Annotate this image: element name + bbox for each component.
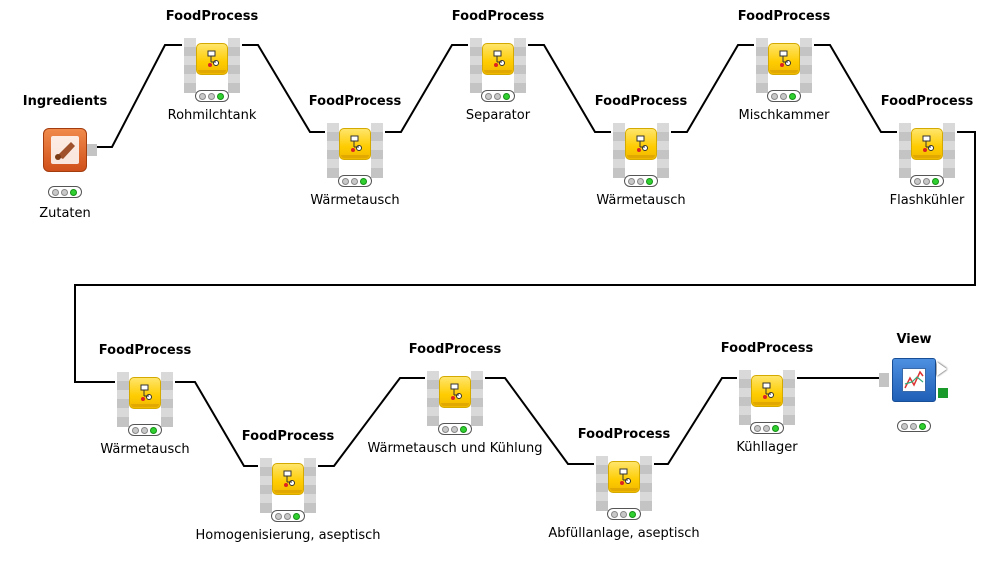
data-output-port[interactable] (938, 388, 948, 398)
node-label: Abfüllanlage, aseptisch (548, 526, 700, 541)
node-title: View (896, 332, 932, 347)
status-traffic-light (910, 175, 944, 187)
input-ports[interactable] (427, 371, 439, 426)
output-ports[interactable] (371, 123, 383, 178)
node-title: FoodProcess (451, 9, 545, 24)
status-traffic-light (624, 175, 658, 187)
status-traffic-light (438, 423, 472, 435)
status-traffic-light (338, 175, 372, 187)
metanode-icon (129, 377, 161, 409)
input-ports[interactable] (184, 38, 196, 93)
node-title: FoodProcess (737, 9, 831, 24)
metanode-icon (768, 43, 800, 75)
metanode-icon (625, 128, 657, 160)
input-ports[interactable] (596, 456, 608, 511)
node-title: FoodProcess (880, 94, 974, 109)
metanode-icon (439, 376, 471, 408)
node-title: FoodProcess (720, 341, 814, 356)
metanode-icon (272, 463, 304, 495)
node-label: Flashkühler (889, 193, 965, 208)
line-plot-icon (892, 358, 936, 402)
status-traffic-light (750, 422, 784, 434)
node-title: FoodProcess (165, 9, 259, 24)
node-label: Wärmetausch (596, 193, 686, 208)
output-ports[interactable] (161, 372, 173, 427)
output-ports[interactable] (783, 370, 795, 425)
ingredients-icon (43, 128, 87, 172)
status-traffic-light (48, 186, 82, 198)
node-title: FoodProcess (241, 429, 335, 444)
input-ports[interactable] (899, 123, 911, 178)
input-ports[interactable] (613, 123, 625, 178)
output-ports[interactable] (800, 38, 812, 93)
node-label: Kühllager (736, 440, 798, 455)
status-traffic-light (195, 90, 229, 102)
output-ports[interactable] (304, 458, 316, 513)
output-ports[interactable] (943, 123, 955, 178)
output-ports[interactable] (640, 456, 652, 511)
metanode-icon (196, 43, 228, 75)
output-ports[interactable] (228, 38, 240, 93)
input-ports[interactable] (117, 372, 129, 427)
node-label: Zutaten (39, 206, 91, 221)
output-ports[interactable] (657, 123, 669, 178)
input-ports[interactable] (470, 38, 482, 93)
status-traffic-light (897, 420, 931, 432)
node-label: Wärmetausch und Kühlung (367, 441, 543, 456)
node-label: Wärmetausch (310, 193, 400, 208)
metanode-icon (482, 43, 514, 75)
metanode-icon (339, 128, 371, 160)
metanode-icon (608, 461, 640, 493)
input-ports[interactable] (260, 458, 272, 513)
node-label: Separator (465, 108, 531, 123)
input-ports[interactable] (739, 370, 751, 425)
input-ports[interactable] (756, 38, 768, 93)
node-title: FoodProcess (408, 342, 502, 357)
node-title: FoodProcess (98, 343, 192, 358)
node-label: Mischkammer (738, 108, 830, 123)
output-ports[interactable] (471, 371, 483, 426)
node-title: Ingredients (22, 94, 108, 109)
node-label: Homogenisierung, aseptisch (195, 528, 381, 543)
node-title: FoodProcess (577, 427, 671, 442)
node-label: Rohmilchtank (167, 108, 257, 123)
input-port[interactable] (879, 373, 889, 387)
metanode-icon (911, 128, 943, 160)
view-output-port[interactable] (937, 362, 947, 376)
output-ports[interactable] (514, 38, 526, 93)
node-label: Wärmetausch (100, 442, 190, 457)
status-traffic-light (767, 90, 801, 102)
node-title: FoodProcess (594, 94, 688, 109)
metanode-icon (751, 375, 783, 407)
status-traffic-light (271, 510, 305, 522)
output-port[interactable] (87, 144, 97, 156)
status-traffic-light (607, 508, 641, 520)
input-ports[interactable] (327, 123, 339, 178)
status-traffic-light (481, 90, 515, 102)
node-title: FoodProcess (308, 94, 402, 109)
status-traffic-light (128, 424, 162, 436)
